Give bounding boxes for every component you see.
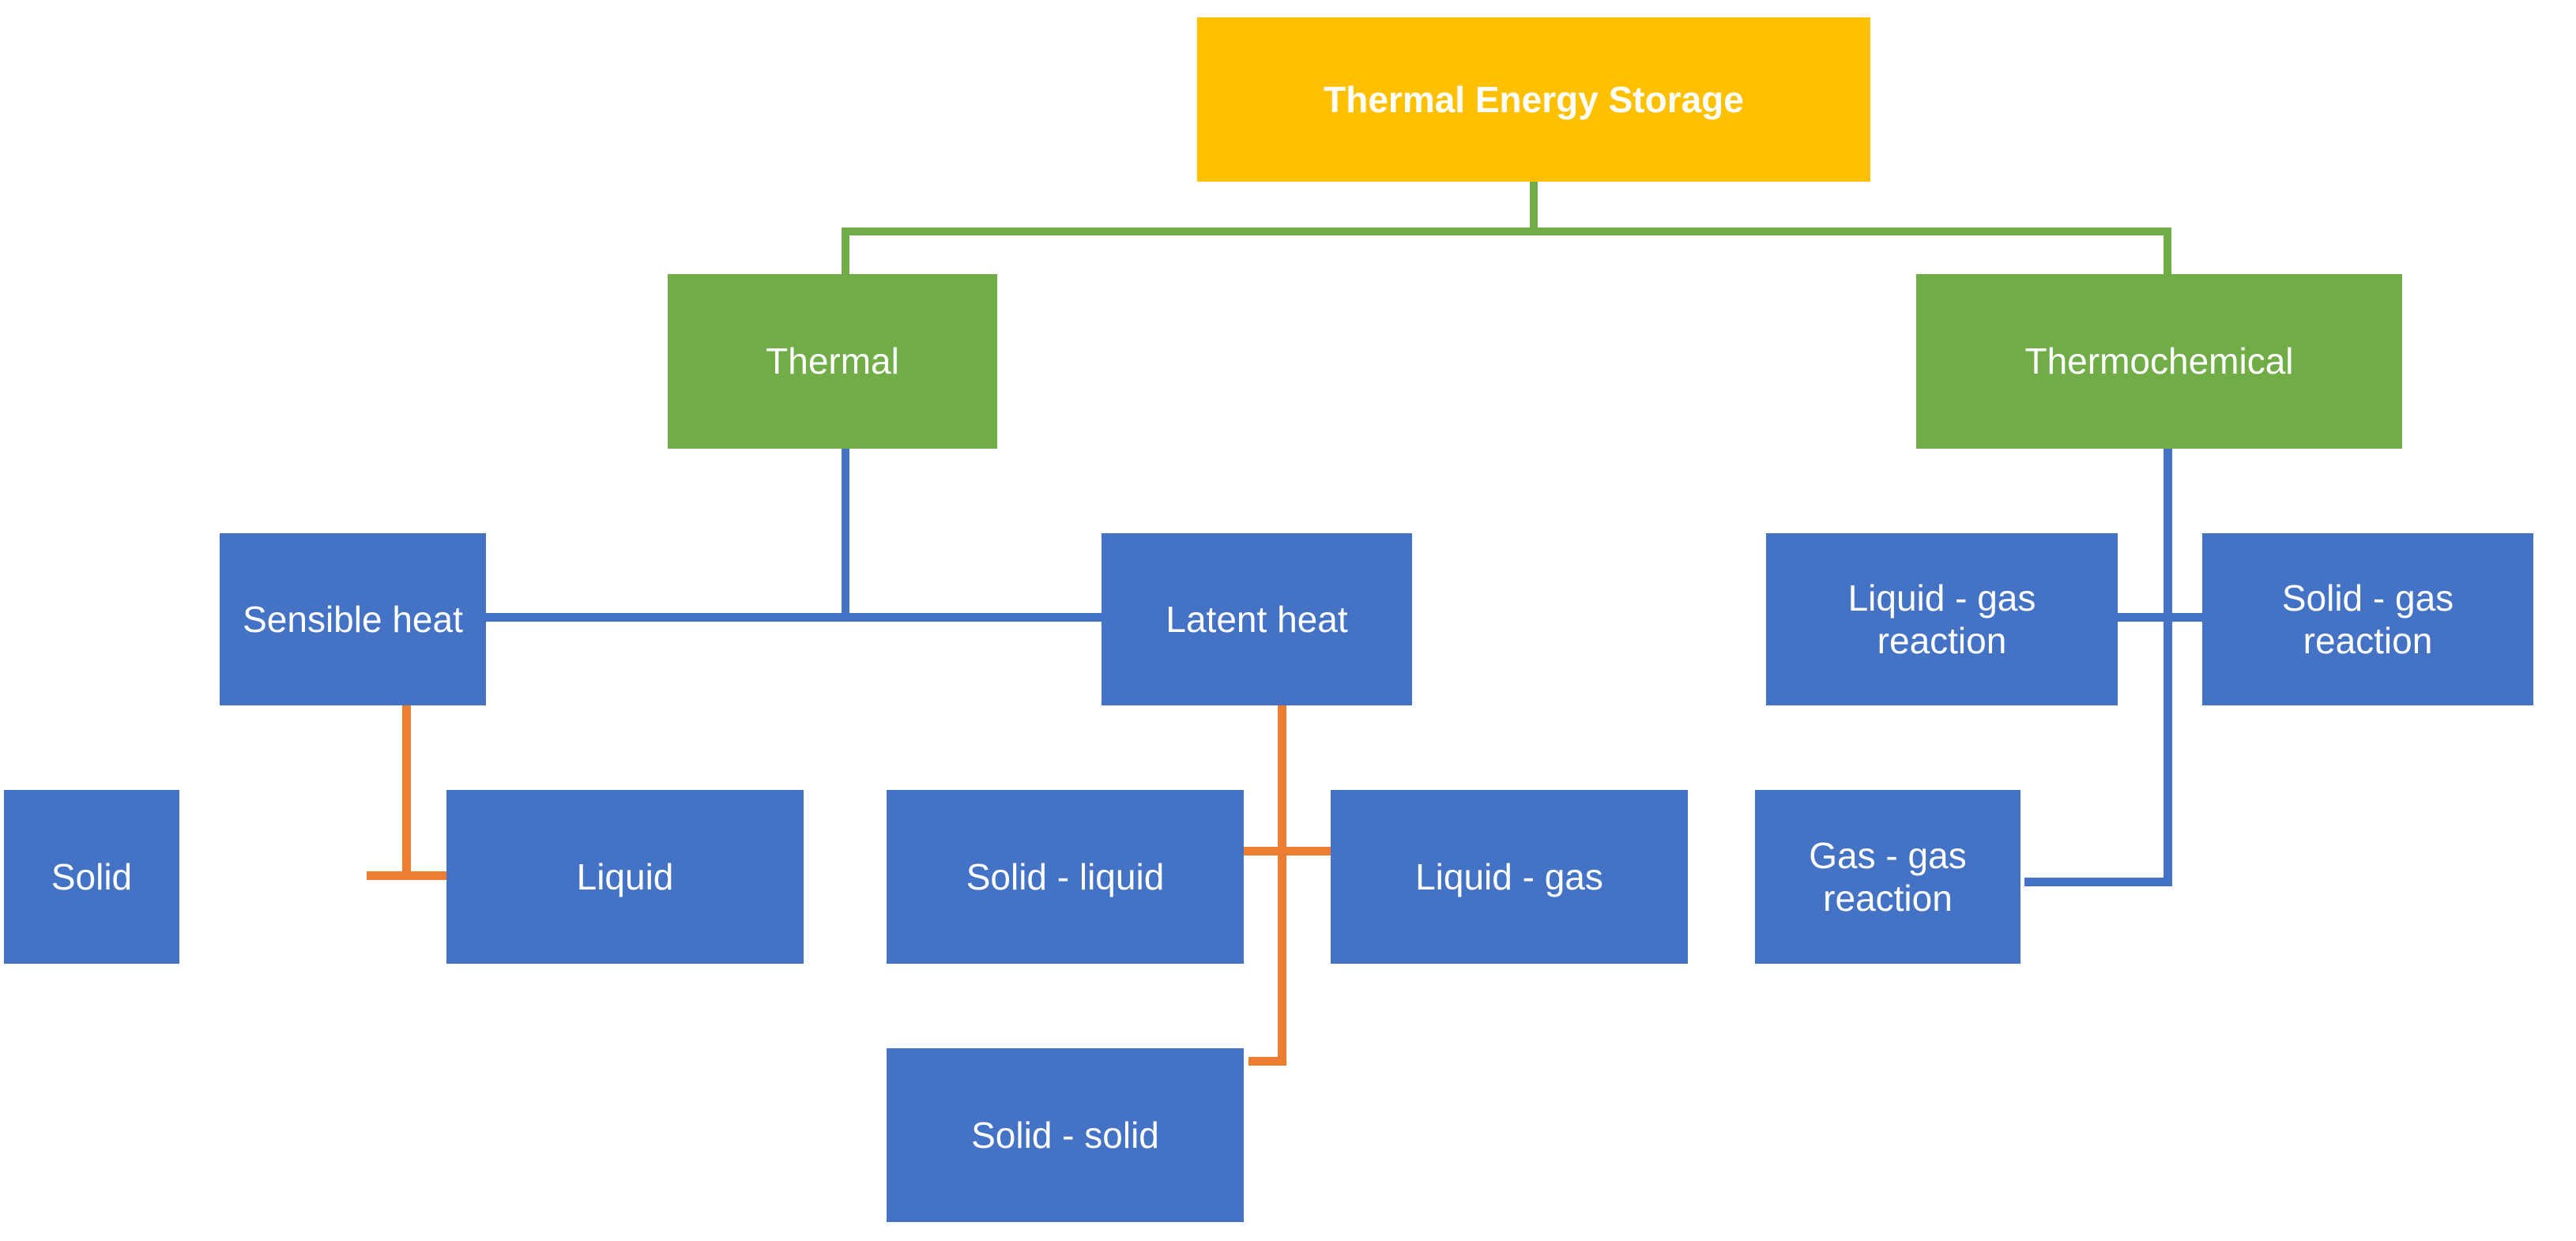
node-solid[interactable]: Solid	[4, 790, 179, 964]
node-latent-heat[interactable]: Latent heat	[1102, 533, 1412, 705]
node-label-line2: reaction	[1823, 878, 1953, 919]
node-label: Liquid	[576, 856, 674, 897]
connector-latent-stem	[1278, 704, 1286, 1066]
node-thermal-energy-storage[interactable]: Thermal Energy Storage	[1197, 17, 1870, 182]
connector-to-thermal	[842, 228, 849, 276]
node-label-line1: Solid - gas	[2281, 577, 2454, 619]
connector-sensible-stem	[402, 703, 411, 878]
node-label: Solid - solid	[971, 1114, 1159, 1156]
connector-latent-bus	[1244, 847, 1352, 856]
connector-thermochemical-stem	[2164, 447, 2172, 886]
connector-thermal-bus	[485, 613, 1102, 622]
node-sensible-heat[interactable]: Sensible heat	[220, 533, 486, 705]
connector-root-stem	[1530, 182, 1538, 231]
connector-thermochemical-bus	[2115, 613, 2207, 622]
node-label: Latent heat	[1166, 598, 1348, 640]
node-label-line1: Gas - gas	[1809, 834, 1967, 876]
node-label-line2: reaction	[2303, 620, 2433, 661]
connector-root-bus	[842, 228, 2171, 235]
node-label: Solid	[51, 856, 133, 897]
node-gas-gas-reaction[interactable]: Gas - gas reaction	[1755, 790, 2021, 964]
node-label: Solid - liquid	[966, 856, 1165, 897]
connector-sensible-bus	[367, 871, 446, 880]
node-liquid[interactable]: Liquid	[446, 790, 804, 964]
node-liquid-gas-reaction[interactable]: Liquid - gas reaction	[1766, 533, 2118, 705]
node-thermal[interactable]: Thermal	[668, 274, 997, 449]
node-label: Sensible heat	[243, 598, 463, 640]
node-label: Thermal Energy Storage	[1324, 78, 1744, 120]
node-label: Thermochemical	[2024, 340, 2294, 382]
node-solid-liquid[interactable]: Solid - liquid	[887, 790, 1244, 964]
node-label: Liquid - gas	[1415, 856, 1603, 897]
node-thermochemical[interactable]: Thermochemical	[1916, 274, 2402, 449]
node-label: Thermal	[766, 340, 899, 382]
connector-thermochemical-to-gas-gas	[2024, 878, 2171, 886]
node-solid-gas-reaction[interactable]: Solid - gas reaction	[2202, 533, 2533, 705]
node-liquid-gas[interactable]: Liquid - gas	[1331, 790, 1688, 964]
node-label-line1: Liquid - gas	[1847, 577, 2036, 619]
connector-to-thermochemical	[2164, 228, 2171, 276]
connector-latent-to-solid-solid	[1248, 1057, 1286, 1066]
connector-thermal-stem	[842, 447, 849, 619]
node-solid-solid[interactable]: Solid - solid	[887, 1048, 1244, 1222]
node-label-line2: reaction	[1877, 620, 2007, 661]
